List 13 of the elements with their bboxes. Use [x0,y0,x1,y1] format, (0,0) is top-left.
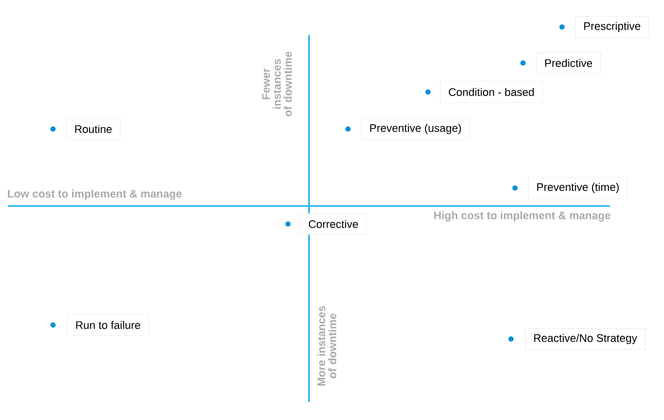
label-box: Preventive (usage) [361,118,470,140]
label-box: Predictive [536,52,601,74]
axis-label: High cost to implement & manage [434,211,610,222]
axis-label: Fewer instances of downtime [262,52,292,116]
label-box: Prescriptive [575,16,650,38]
axis-label: More instances of downtime [317,306,336,386]
label-box: Condition - based [440,81,543,103]
label-box: Reactive/No Strategy [525,328,646,350]
label-box: Routine [66,118,121,140]
label-box: Preventive (time) [528,177,628,199]
label-box: Run to failure [67,314,150,336]
axis-label: Low cost to implement & manage [8,190,182,200]
label-box: Corrective [300,213,367,235]
